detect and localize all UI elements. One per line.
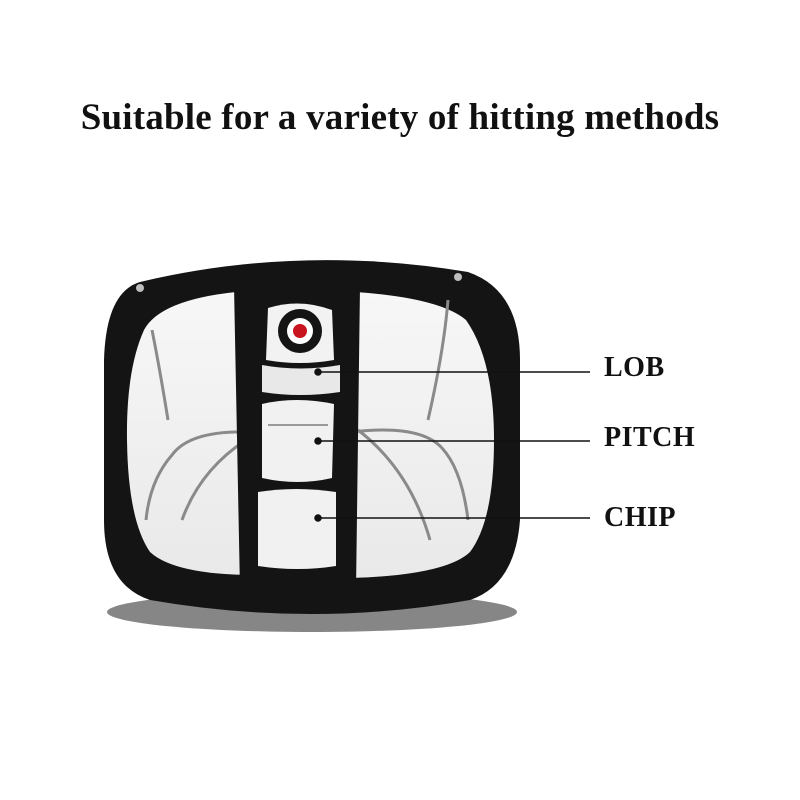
chip-pocket	[258, 489, 336, 569]
grommet-left	[136, 284, 144, 292]
label-lob: LOB	[604, 352, 665, 383]
label-pitch: PITCH	[604, 422, 696, 453]
support-rods	[144, 299, 470, 541]
label-chip: CHIP	[604, 502, 676, 533]
pitch-pocket	[262, 400, 334, 482]
bullseye-center	[293, 324, 307, 338]
headline: Suitable for a variety of hitting method…	[80, 97, 720, 138]
callout-dot-lob	[314, 368, 322, 376]
callout-dot-pitch	[314, 437, 322, 445]
callout-dot-chip	[314, 514, 322, 522]
grommet-right	[454, 273, 462, 281]
callout-lines	[314, 368, 590, 522]
lob-opening	[262, 365, 340, 395]
